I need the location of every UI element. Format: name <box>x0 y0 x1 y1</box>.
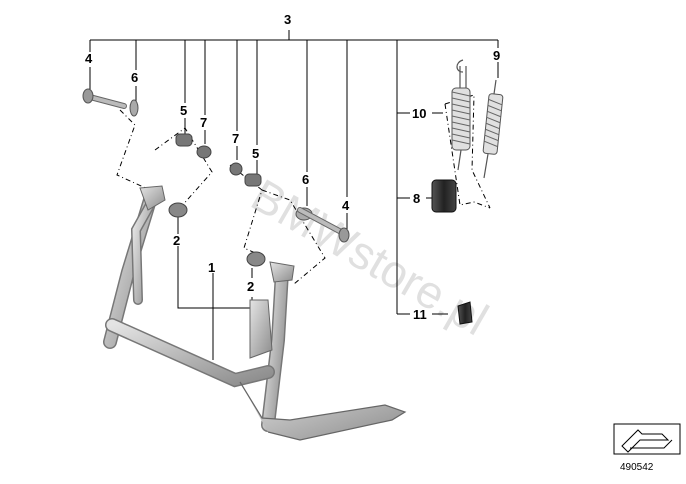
callout-6-right: 6 <box>302 172 309 187</box>
hardware-parts <box>82 88 473 325</box>
callout-7-left: 7 <box>200 115 207 130</box>
callout-9: 9 <box>493 48 500 63</box>
callout-5-left: 5 <box>180 103 187 118</box>
callouts: 3 4 6 5 7 7 5 6 4 9 10 8 11 2 2 1 <box>85 12 500 322</box>
callout-1: 1 <box>208 260 215 275</box>
callout-8: 8 <box>413 191 420 206</box>
callout-2-right: 2 <box>247 279 254 294</box>
callout-7-right: 7 <box>232 131 239 146</box>
callout-10: 10 <box>412 106 426 121</box>
callout-5-right: 5 <box>252 146 259 161</box>
reference-number: 490542 <box>620 462 654 473</box>
callout-3: 3 <box>284 12 291 27</box>
reference-box: 490542 <box>613 423 681 473</box>
callout-4-left: 4 <box>85 51 93 66</box>
callout-4-right: 4 <box>342 198 350 213</box>
callout-6-left: 6 <box>131 70 138 85</box>
center-stand <box>103 185 407 441</box>
callout-2-left: 2 <box>173 233 180 248</box>
springs <box>451 59 504 179</box>
callout-11: 11 <box>413 307 427 322</box>
